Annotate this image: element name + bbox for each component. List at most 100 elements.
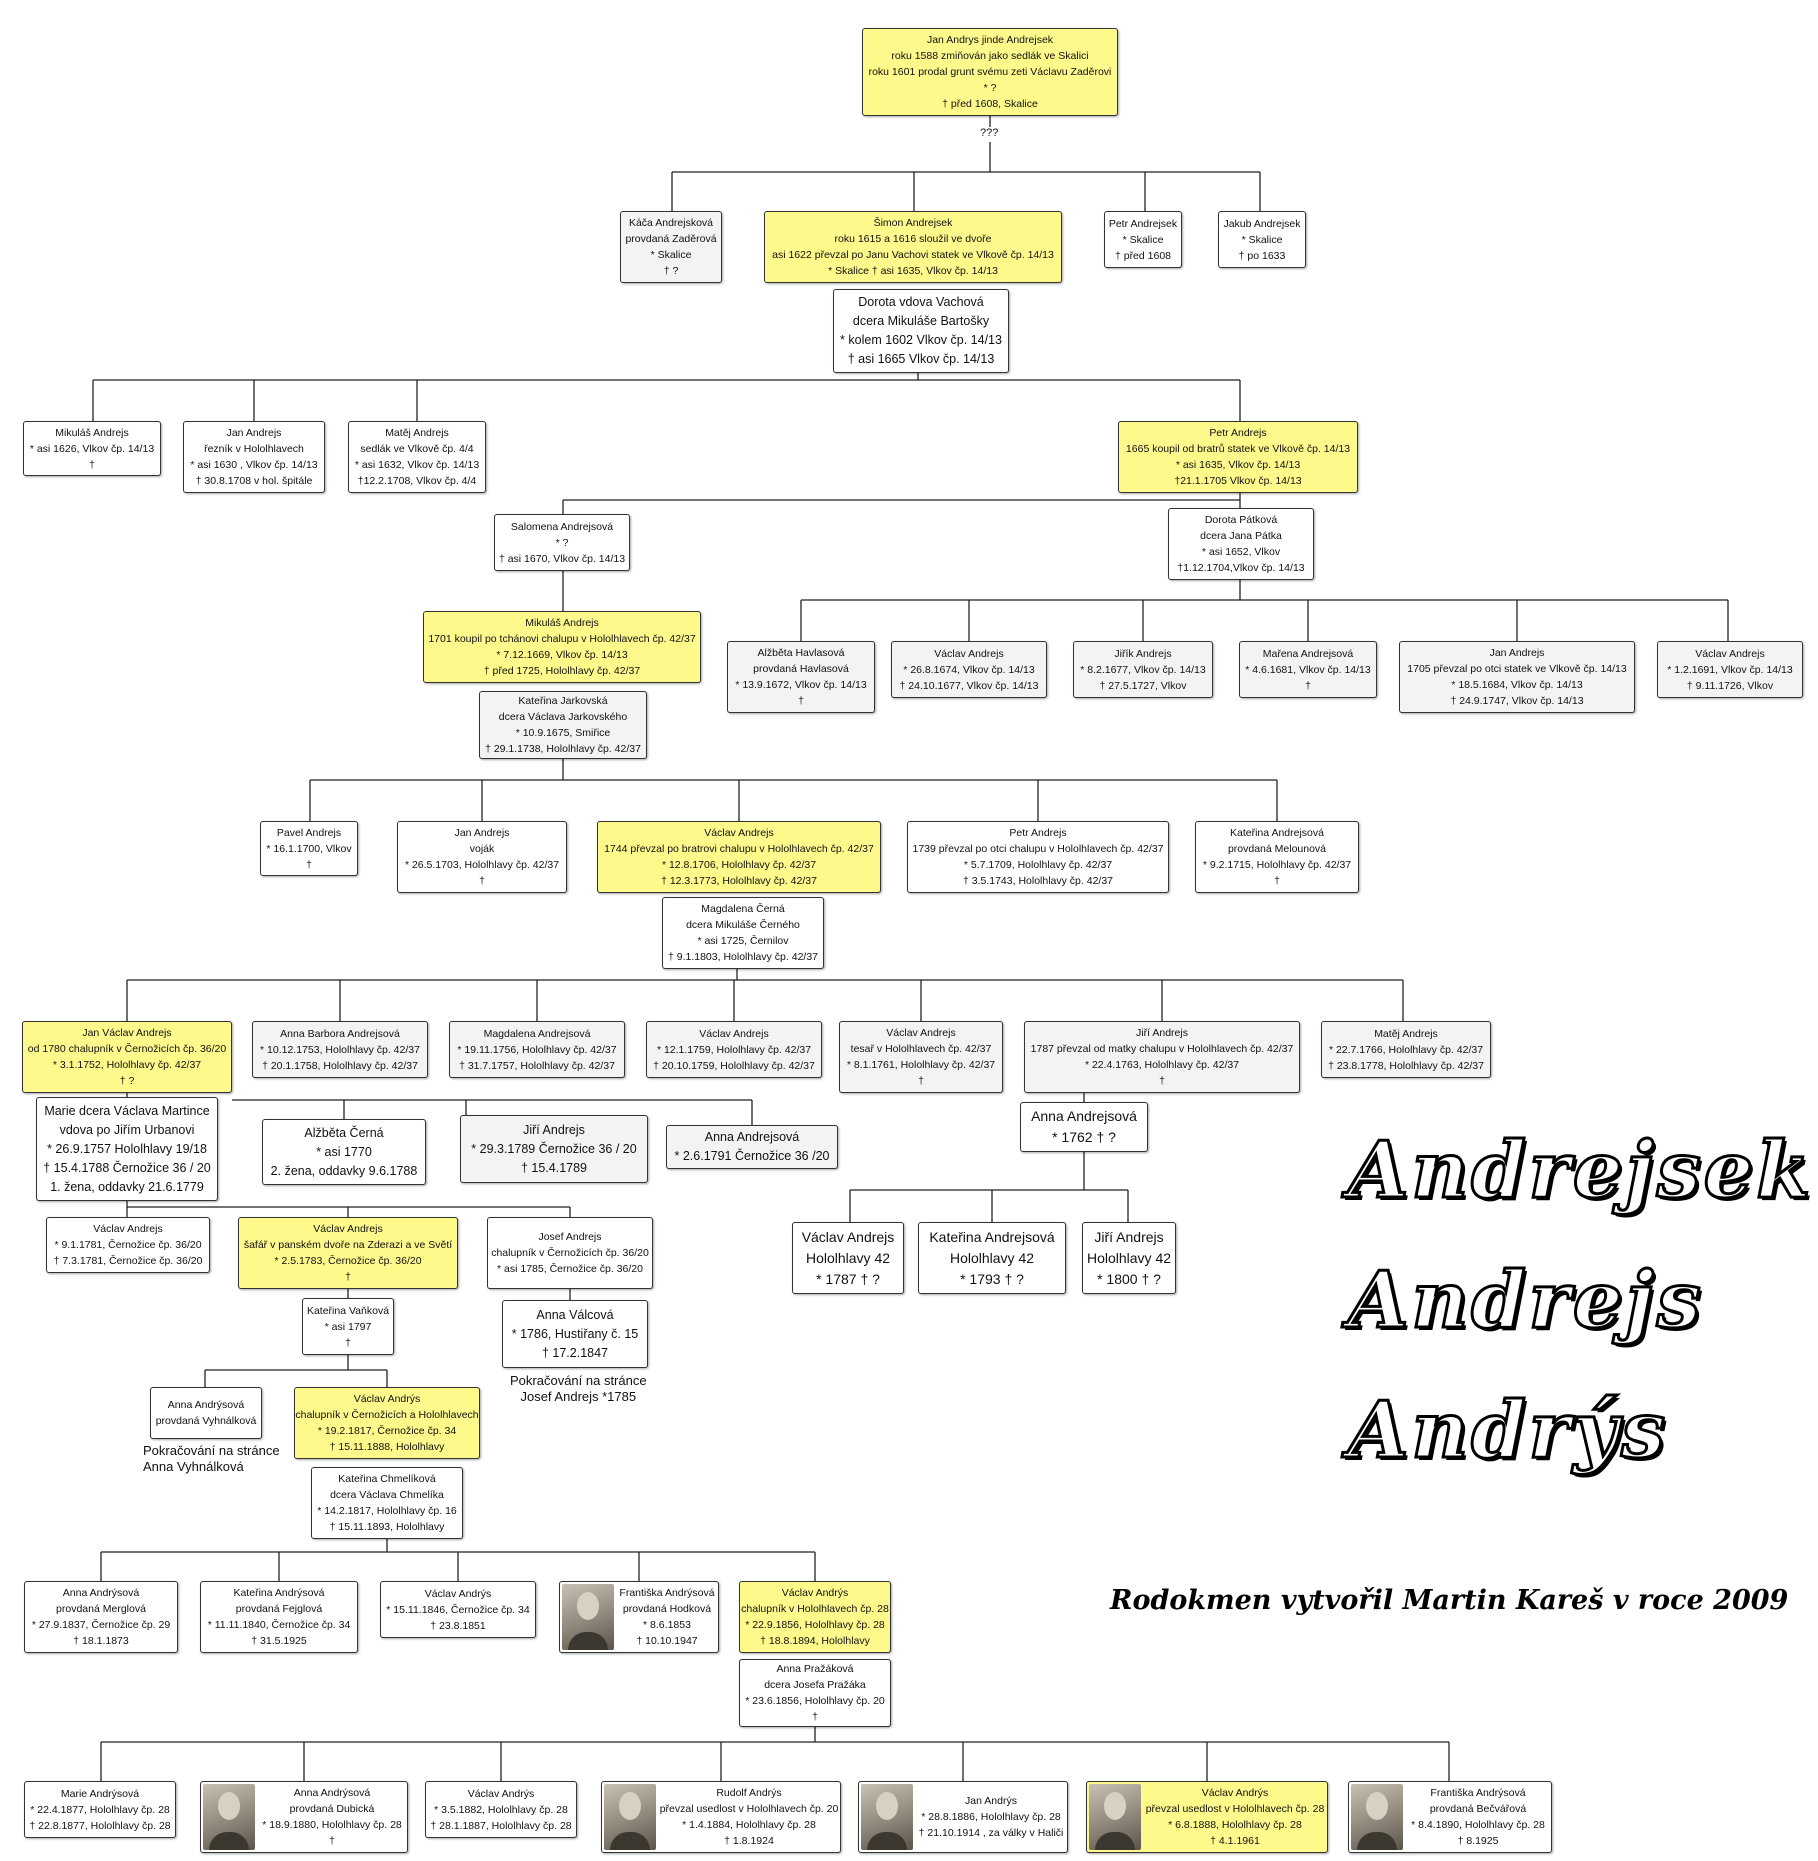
person-box-anna-barbora[interactable]: Anna Barbora Andrejsová* 10.12.1753, Hol… — [252, 1021, 428, 1078]
person-box-vaclav-1882[interactable]: Václav Andrýs* 3.5.1882, Hololhlavy čp. … — [425, 1781, 577, 1838]
person-box-petr1[interactable]: Petr Andrejsek* Skalice† před 1608 — [1104, 211, 1182, 268]
person-detail: † 18.1.1873 — [73, 1635, 129, 1647]
portrait-photo — [1351, 1784, 1403, 1850]
person-box-matej-1766[interactable]: Matěj Andrejs* 22.7.1766, Hololhlavy čp.… — [1321, 1021, 1491, 1078]
person-box-vaclav-1759[interactable]: Václav Andrejs* 12.1.1759, Hololhlavy čp… — [646, 1021, 822, 1078]
person-box-marena[interactable]: Mařena Andrejsová* 4.6.1681, Vlkov čp. 1… — [1239, 641, 1377, 698]
person-box-marie-m[interactable]: Marie dcera Václava Martince vdova po Jiř… — [36, 1097, 218, 1201]
person-box-katerina-v[interactable]: Kateřina Vaňková* asi 1797† — [302, 1298, 394, 1355]
person-name: Václav Andrejs — [934, 647, 1004, 660]
person-name: Alžběta Havlasová — [757, 647, 845, 659]
continuation-note-josef: Pokračování na stránce Josef Andrejs *17… — [510, 1373, 647, 1404]
person-detail: † 17.2.1847 — [541, 1345, 609, 1360]
person-box-jiri-1789[interactable]: Jiří Andrejs* 29.3.1789 Černožice 36 / 2… — [460, 1115, 648, 1183]
person-box-anna-1762[interactable]: Anna Andrejsová* 1762 † ? — [1020, 1102, 1148, 1152]
person-detail: šafář v panském dvoře na Zderazi a ve Sv… — [243, 1239, 453, 1251]
person-detail: † asi 1665 Vlkov čp. 14/13 — [847, 352, 995, 366]
person-detail: † 15.11.1893, Hololhlavy — [329, 1521, 445, 1533]
person-box-jakub[interactable]: Jakub Andrejsek* Skalice† po 1633 — [1218, 211, 1306, 268]
person-detail: provdaná Melounová — [1227, 843, 1327, 855]
person-name: Václav Andrýs — [353, 1393, 421, 1405]
portrait-photo — [562, 1584, 614, 1650]
person-detail: provdaná Hodková — [622, 1603, 712, 1615]
person-detail: sedlák ve Vlkově čp. 4/4 — [360, 443, 474, 455]
person-box-jirik[interactable]: Jiřík Andrejs* 8.2.1677, Vlkov čp. 14/13… — [1073, 641, 1213, 698]
person-detail: dcera Mikuláše Bartošky — [852, 314, 990, 328]
person-box-salomena[interactable]: Salomena Andrejsová* ?† asi 1670, Vlkov … — [494, 514, 630, 571]
person-detail: provdaná Zaděrová — [625, 233, 717, 245]
person-detail: dcera Václava Chmelíka — [330, 1489, 444, 1501]
person-box-magdalena-a[interactable]: Magdalena Andrejsová* 19.11.1756, Hololh… — [449, 1021, 625, 1078]
person-detail: † 31.5.1925 — [251, 1635, 307, 1647]
person-detail: * 2.6.1791 Černožice 36 /20 — [674, 1149, 830, 1163]
person-box-marie-1877[interactable]: Marie Andrýsová* 22.4.1877, Hololhlavy č… — [24, 1781, 176, 1838]
person-detail: * 8.1.1761, Hololhlavy čp. 42/37 — [846, 1059, 996, 1071]
person-detail: řezník v Hololhlavech — [204, 443, 304, 455]
person-detail: * 8.6.1853 — [643, 1619, 691, 1631]
person-box-jan-1886[interactable]: Jan Andrýs* 28.8.1886, Hololhlavy čp. 28… — [858, 1781, 1068, 1853]
person-detail: * asi 1797 — [324, 1320, 372, 1333]
person-box-vaclav-1781[interactable]: Václav Andrejs* 9.1.1781, Černožice čp. … — [46, 1217, 210, 1273]
person-detail: * 2.5.1783, Černožice čp. 36/20 — [274, 1255, 422, 1267]
portrait-photo — [203, 1784, 255, 1850]
person-name: Kateřina Andrejsová — [929, 1228, 1055, 1245]
person-detail: * kolem 1602 Vlkov čp. 14/13 — [840, 333, 1002, 347]
person-detail: †12.2.1708, Vlkov čp. 4/4 — [357, 475, 477, 487]
person-box-anna-1791[interactable]: Anna Andrejsová* 2.6.1791 Černožice 36 /… — [666, 1125, 838, 1169]
person-box-vaclav-1691[interactable]: Václav Andrejs* 1.2.1691, Vlkov čp. 14/1… — [1657, 641, 1803, 698]
person-detail: * 1.2.1691, Vlkov čp. 14/13 — [1667, 663, 1793, 676]
person-box-pavel[interactable]: Pavel Andrejs* 16.1.1700, Vlkov† — [260, 821, 358, 876]
person-box-vaclav-1674[interactable]: Václav Andrejs* 26.8.1674, Vlkov čp. 14/… — [891, 641, 1047, 698]
person-name: Jan Andrejs — [454, 827, 510, 839]
person-detail: * 22.4.1763, Hololhlavy čp. 42/37 — [1084, 1059, 1240, 1071]
person-name: Václav Andrýs — [424, 1587, 492, 1600]
person-box-vaclav-1846[interactable]: Václav Andrýs* 15.11.1846, Černožice čp.… — [380, 1581, 536, 1638]
person-box-mikulas1[interactable]: Mikuláš Andrejs* asi 1626, Vlkov čp. 14/… — [23, 421, 161, 476]
person-box-anna-valcova[interactable]: Anna Válcová* 1786, Hustiřany č. 15† 17.… — [502, 1300, 648, 1368]
person-detail: vdova po Jiřím Urbanovi — [59, 1122, 195, 1137]
person-detail: provdaná Fejglová — [235, 1603, 323, 1615]
person-name: Jan Andrejs — [226, 427, 282, 439]
person-name: Václav Andrejs — [704, 827, 774, 839]
person-name: Marie dcera Václava Martince — [44, 1103, 210, 1118]
person-detail: † — [1274, 875, 1280, 887]
